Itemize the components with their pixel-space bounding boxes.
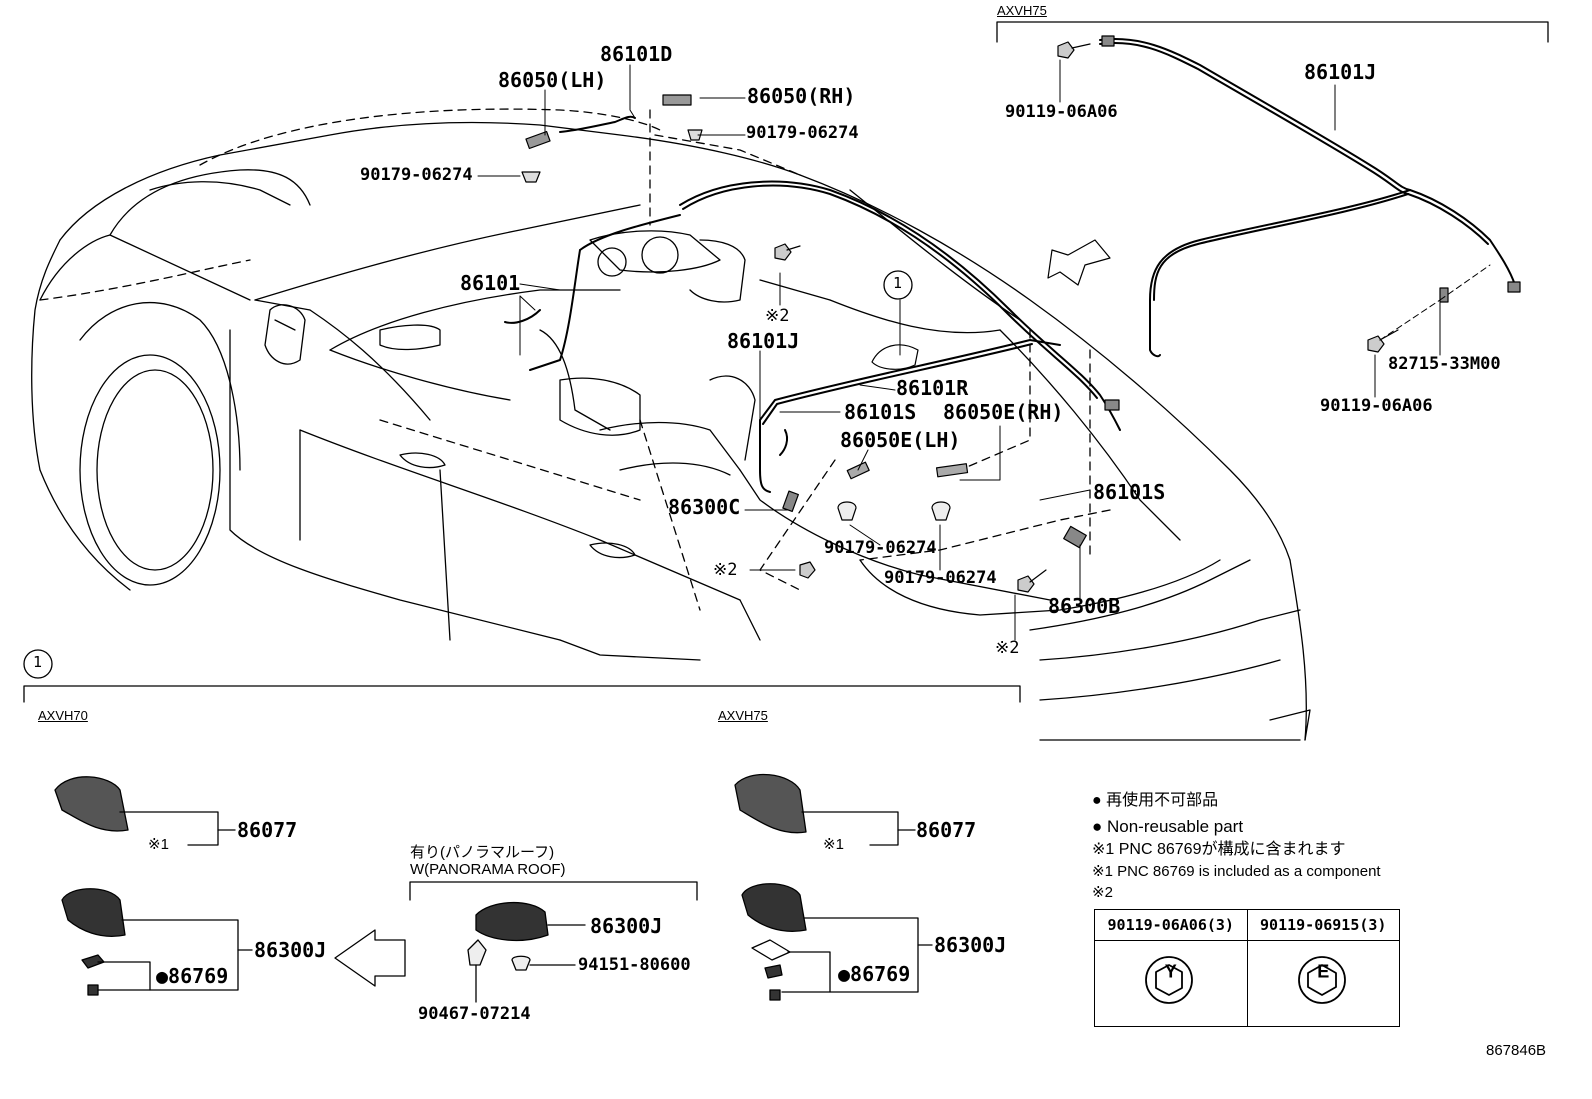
part-label-86101j-top: 86101J — [1304, 60, 1377, 84]
legend-part-y: 90119-06A06(3) — [1095, 910, 1247, 941]
leader-lines — [477, 59, 1491, 641]
note-mark1-jp: ※1 PNC 86769が構成に含まれます — [1092, 841, 1346, 858]
variant-bracket-lower — [23, 685, 1021, 703]
part-label-86101j-mid: 86101J — [727, 329, 800, 353]
panorama-parts — [409, 881, 698, 1003]
diagram-id: 867846B — [1486, 1042, 1547, 1059]
part-label-94151: 94151-80600 — [578, 955, 691, 975]
part-label-86300c: 86300C — [668, 495, 741, 519]
part-label-86077-right: 86077 — [916, 818, 977, 842]
shark-fin-glyph — [871, 344, 919, 370]
callout-number-top: 1 — [893, 274, 903, 292]
fastener-legend-table: 90119-06A06(3) Y 90119-06915(3) E — [1094, 909, 1400, 1027]
note-mark1-en: ※1 PNC 86769 is included as a component — [1092, 863, 1381, 880]
antenna-cover-glyph — [54, 776, 129, 832]
legend-symbol-y: Y — [1164, 961, 1177, 982]
y-bolt-head-icon — [1145, 956, 1193, 1004]
part-label-90467: 90467-07214 — [418, 1004, 531, 1024]
part-label-86101: 86101 — [460, 271, 521, 295]
callout-circle-lower — [23, 649, 53, 679]
direction-arrow — [1047, 239, 1111, 286]
note-non-reusable-jp: ● 再使用不可部品 — [1092, 792, 1219, 809]
car-body-outline — [31, 108, 1311, 741]
part-label-82715: 82715-33M00 — [1388, 354, 1501, 374]
legend-symbol-e: E — [1317, 961, 1330, 982]
part-label-86077-left: 86077 — [237, 818, 298, 842]
variant-bracket-top — [996, 21, 1549, 43]
part-label-86101s-b: 86101S — [1093, 480, 1166, 504]
connector-glyph — [525, 35, 1521, 549]
legend-cell-e: 90119-06915(3) E — [1247, 910, 1399, 1026]
legend-cell-y: 90119-06A06(3) Y — [1095, 910, 1248, 1026]
variant-label-axvh75-lower: AXVH75 — [718, 708, 768, 723]
part-label-86300b: 86300B — [1048, 594, 1121, 618]
part-label-90179-d: 90179-06274 — [884, 568, 997, 588]
callout-number-lower: 1 — [33, 653, 43, 671]
antenna-base-glyph — [61, 888, 126, 937]
wire-harness — [504, 38, 1516, 493]
part-label-86101s-a: 86101S — [844, 400, 917, 424]
mark-2-b: ※2 — [713, 560, 738, 580]
part-label-90119-b: 90119-06A06 — [1320, 396, 1433, 416]
e-bolt-head-icon — [1298, 956, 1346, 1004]
panorama-label-jp: 有り(パノラマルーフ) — [410, 844, 555, 861]
panorama-label-en: W(PANORAMA ROOF) — [410, 861, 566, 878]
part-glyphs — [521, 35, 1521, 593]
part-label-86101r: 86101R — [896, 376, 969, 400]
part-label-86050e-lh: 86050E(LH) — [840, 428, 961, 452]
part-label-86050e-rh: 86050E(RH) — [943, 400, 1064, 424]
mark-2-c: ※2 — [995, 638, 1020, 658]
part-label-90179-b: 90179-06274 — [360, 165, 473, 185]
part-label-90179-a: 90179-06274 — [746, 123, 859, 143]
part-label-86101d: 86101D — [600, 42, 673, 66]
mark-2-a: ※2 — [765, 306, 790, 326]
variant-label-axvh70: AXVH70 — [38, 708, 88, 723]
part-label-86050-rh: 86050(RH) — [747, 84, 856, 108]
mark-1-right: ※1 — [823, 836, 844, 853]
part-label-86300j-right: 86300J — [934, 933, 1007, 957]
note-non-reusable-en: ● Non-reusable part — [1092, 817, 1244, 836]
part-label-86050-lh: 86050(LH) — [498, 68, 607, 92]
axvh75-parts — [734, 773, 933, 1001]
legend-part-e: 90119-06915(3) — [1247, 910, 1399, 941]
hollow-arrow-left — [334, 929, 406, 987]
mark-1-left: ※1 — [148, 836, 169, 853]
axvh70-parts — [54, 776, 406, 996]
part-label-86769-left: ●86769 — [156, 964, 229, 988]
part-label-86769-right: ●86769 — [838, 962, 911, 986]
note-mark2: ※2 — [1092, 884, 1113, 901]
callout-circle-top — [883, 270, 913, 300]
part-label-90179-c: 90179-06274 — [824, 538, 937, 558]
bolt-glyph — [774, 41, 1399, 593]
variant-label-top-right: AXVH75 — [997, 3, 1047, 18]
clip-glyph — [521, 129, 951, 521]
part-label-86300j-panorama: 86300J — [590, 914, 663, 938]
part-label-90119-a: 90119-06A06 — [1005, 102, 1118, 122]
part-label-86300j-left: 86300J — [254, 938, 327, 962]
